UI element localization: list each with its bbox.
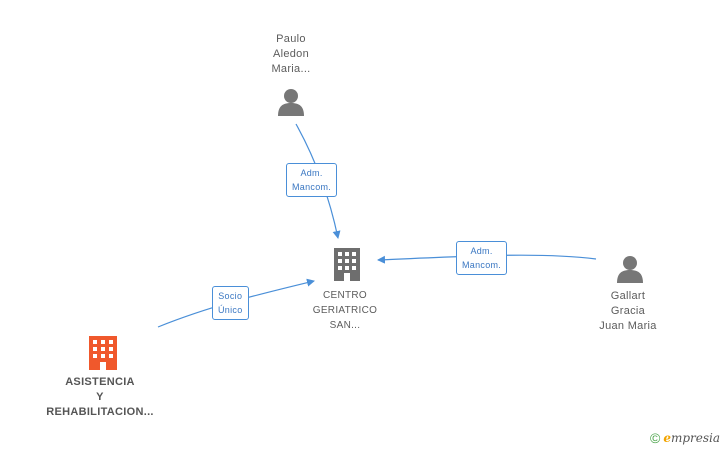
edge-label-gallart-centro[interactable]: Adm. Mancom. [456, 241, 508, 275]
edge-label-line: Socio [218, 291, 243, 301]
node-label-line: Aledon [272, 48, 310, 60]
node-label-line: ASISTENCIA [65, 376, 135, 388]
brand-watermark: © empresia [650, 428, 720, 448]
node-label-centro[interactable]: CENTRO GERIATRICO SAN... [295, 288, 395, 333]
brand-logo-initial: e [663, 431, 671, 445]
building-icon[interactable] [334, 248, 360, 281]
brand-logo-rest: mpresia [670, 431, 721, 445]
building-icon[interactable] [89, 336, 117, 370]
node-label-line: Gallart [610, 290, 646, 302]
node-label-line: SAN... [329, 320, 361, 331]
edge-label-line: Mancom. [292, 182, 332, 192]
edge-label-line: Mancom. [462, 260, 502, 270]
brand-logo: empresia [663, 431, 720, 445]
node-label-line: REHABILITACION... [46, 406, 154, 418]
node-label-line: Gracia [610, 305, 646, 317]
edge-label-line: Único [218, 305, 243, 315]
edge-label-asistencia-centro[interactable]: Socio Único [212, 286, 249, 320]
node-label-asistencia[interactable]: ASISTENCIA Y REHABILITACION... [30, 375, 170, 420]
node-label-line: Y [96, 391, 104, 403]
copyright-icon: © [650, 430, 661, 446]
person-silhouette-icon[interactable] [617, 256, 643, 283]
node-label-gallart[interactable]: Gallart Gracia Juan Maria [578, 289, 678, 334]
node-label-line: Maria... [271, 63, 311, 75]
node-label-line: CENTRO [322, 290, 368, 301]
node-label-line: GERIATRICO [312, 305, 378, 316]
node-label-line: Juan Maria [599, 320, 657, 332]
node-label-paulo[interactable]: Paulo Aledon Maria... [241, 32, 341, 77]
edge-label-paulo-centro[interactable]: Adm. Mancom. [286, 163, 338, 197]
edge-label-line: Adm. [470, 246, 493, 256]
node-label-line: Paulo [276, 33, 306, 45]
edge-label-line: Adm. [300, 168, 323, 178]
person-silhouette-icon[interactable] [278, 89, 304, 116]
